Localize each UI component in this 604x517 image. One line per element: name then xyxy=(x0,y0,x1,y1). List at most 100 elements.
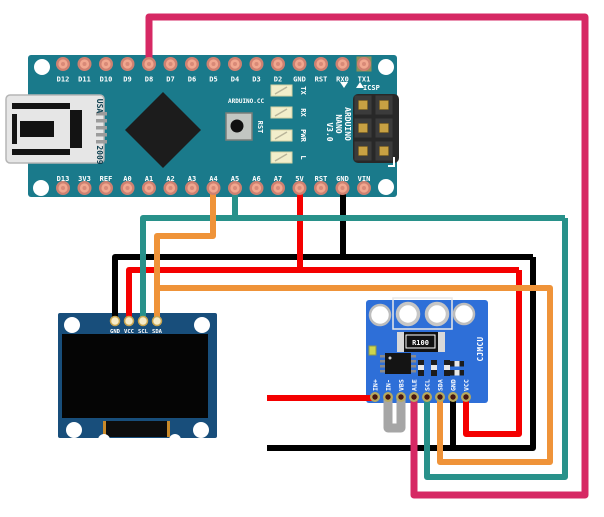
arduino-mount-hole xyxy=(33,180,49,196)
arduino-top-pin-label-d12: D12 xyxy=(57,76,70,84)
sensor-passives xyxy=(418,360,464,376)
sensor-pin-gnd xyxy=(448,392,458,402)
arduino-pin-tx1 xyxy=(357,57,371,71)
arduino-pin-d11 xyxy=(77,57,92,71)
wire-gnd-trunk-to-oled xyxy=(112,254,533,320)
arduino-pin-d9 xyxy=(120,57,135,71)
arduino-mount-hole xyxy=(378,179,394,195)
sensor-mount-hole xyxy=(368,303,392,327)
arduino-pin-rst xyxy=(314,57,328,71)
oled-mount-hole xyxy=(64,317,80,333)
arduino-pin-a4 xyxy=(206,181,221,195)
arduino-bottom-pin-label-ref: REF xyxy=(100,175,113,183)
arduino-pcb xyxy=(28,55,397,197)
arduino-pin-d10 xyxy=(99,57,113,71)
arduino-pin-gnd xyxy=(292,57,307,71)
sensor-terminal-hole xyxy=(424,301,450,327)
arduino-top-pin-label-tx1: TX1 xyxy=(358,76,371,84)
led-l xyxy=(270,151,293,164)
tx-triangle-icon xyxy=(356,82,364,88)
arduino-top-pin-label-d2: D2 xyxy=(274,76,282,84)
wire-a4-to-oled-sda xyxy=(154,190,216,320)
led-rx xyxy=(270,106,293,119)
oled-pin-label-gnd: GND xyxy=(110,329,121,335)
reset-label: RST xyxy=(256,121,264,134)
oled-pin-label-sda: SDA xyxy=(152,329,163,335)
arduino-top-pin-label-d3: D3 xyxy=(252,76,260,84)
board-title-line2: NANO xyxy=(334,114,343,133)
sensor-pin-scl xyxy=(422,392,432,402)
board-title-line1: ARDUINO xyxy=(343,107,352,141)
icsp-header xyxy=(353,94,399,163)
led-pwr xyxy=(270,129,293,142)
sensor-pin-label-vbs: VBS xyxy=(398,379,406,391)
usb-usa-text: USA xyxy=(95,99,104,114)
pin1-marker xyxy=(388,157,395,167)
arduino-pin-d3 xyxy=(249,57,264,71)
arduino-pin-ref xyxy=(99,181,113,195)
oled-pin-vcc xyxy=(123,315,135,327)
arduino-pin-d6 xyxy=(185,57,199,71)
arduino-pin-d4 xyxy=(228,57,242,71)
led-label-pwr: PWR xyxy=(299,129,307,142)
sensor-pin-label-in-: IN- xyxy=(385,379,393,391)
arduino-bottom-pin-label-a2: A2 xyxy=(166,175,174,183)
arduino-pin-a2 xyxy=(163,181,178,195)
pins-layer xyxy=(56,56,471,402)
arduino-bottom-pin-label-a3: A3 xyxy=(188,175,196,183)
oled-pin-label-scl: SCL xyxy=(138,329,149,335)
arduino-pin-a5 xyxy=(228,181,242,195)
arduino-pin-a3 xyxy=(185,181,199,195)
arduino-top-pin-label-d11: D11 xyxy=(78,76,91,84)
arduino-bottom-pin-label-a6: A6 xyxy=(252,175,260,183)
arduino-bottom-pin-label-a7: A7 xyxy=(274,175,282,183)
arduino-nano-board: USA 2009 ARDUINO.CC RST ICSP AR xyxy=(5,55,399,197)
oled-flex-connector xyxy=(98,421,181,446)
arduino-bottom-pin-label-5v: 5V xyxy=(295,175,304,183)
arduino-pin-d5 xyxy=(206,57,221,71)
arduino-pin-a0 xyxy=(120,181,135,195)
terminal-pad-outline xyxy=(392,297,453,330)
arduino-pin-rst xyxy=(314,181,328,195)
reset-button xyxy=(225,112,253,141)
oled-pin-sda xyxy=(151,315,163,327)
sensor-mount-hole xyxy=(452,302,476,326)
arduino-top-pin-label-d5: D5 xyxy=(209,76,217,84)
arduino-bottom-pin-label-a0: A0 xyxy=(123,175,131,183)
sensor-pin-label-vcc: VCC xyxy=(463,379,471,391)
board-title-line3: V3.0 xyxy=(325,122,334,141)
arduino-bottom-pin-label-a1: A1 xyxy=(145,175,153,183)
shunt-resistor xyxy=(397,332,445,352)
sensor-terminal-hole xyxy=(395,301,421,327)
sensor-pin-label-in+: IN+ xyxy=(372,379,380,391)
wire-gnd-to-load xyxy=(267,257,536,451)
arduino-top-pin-label-d9: D9 xyxy=(123,76,131,84)
oled-screen xyxy=(62,334,208,418)
sensor-pin-label-scl: SCL xyxy=(424,379,432,391)
sensor-pin-in- xyxy=(383,392,393,402)
sensor-pin-label-ale: ALE xyxy=(411,379,419,391)
arduino-top-pin-label-d10: D10 xyxy=(100,76,113,84)
wire-sda-to-sensor xyxy=(157,285,553,465)
sensor-pin-in-plus xyxy=(370,392,380,402)
sensor-pin-label-gnd: GND xyxy=(450,379,458,391)
shunt-label: R100 xyxy=(412,339,429,347)
usb-year-text: 2009 xyxy=(95,145,104,164)
sensor-pin-vbs xyxy=(396,392,406,402)
wire-5v-trunk-to-oled xyxy=(126,267,519,320)
arduino-bottom-pin-label-3v3: 3V3 xyxy=(78,175,91,183)
arduino-bottom-pin-label-rst: RST xyxy=(315,175,328,183)
oled-pin-gnd xyxy=(109,315,121,327)
arduino-top-pin-label-d4: D4 xyxy=(231,76,239,84)
arduino-cc-text: ARDUINO.CC xyxy=(228,98,265,105)
arduino-pin-gnd xyxy=(335,181,350,195)
arduino-top-pin-label-d6: D6 xyxy=(188,76,196,84)
current-sensor-board: R100 CJMCU xyxy=(366,297,488,403)
arduino-pin-d7 xyxy=(163,57,178,71)
sensor-pin-label-sda: SDA xyxy=(437,379,445,391)
arduino-mount-hole xyxy=(378,59,394,75)
arduino-pin-a6 xyxy=(249,181,264,195)
